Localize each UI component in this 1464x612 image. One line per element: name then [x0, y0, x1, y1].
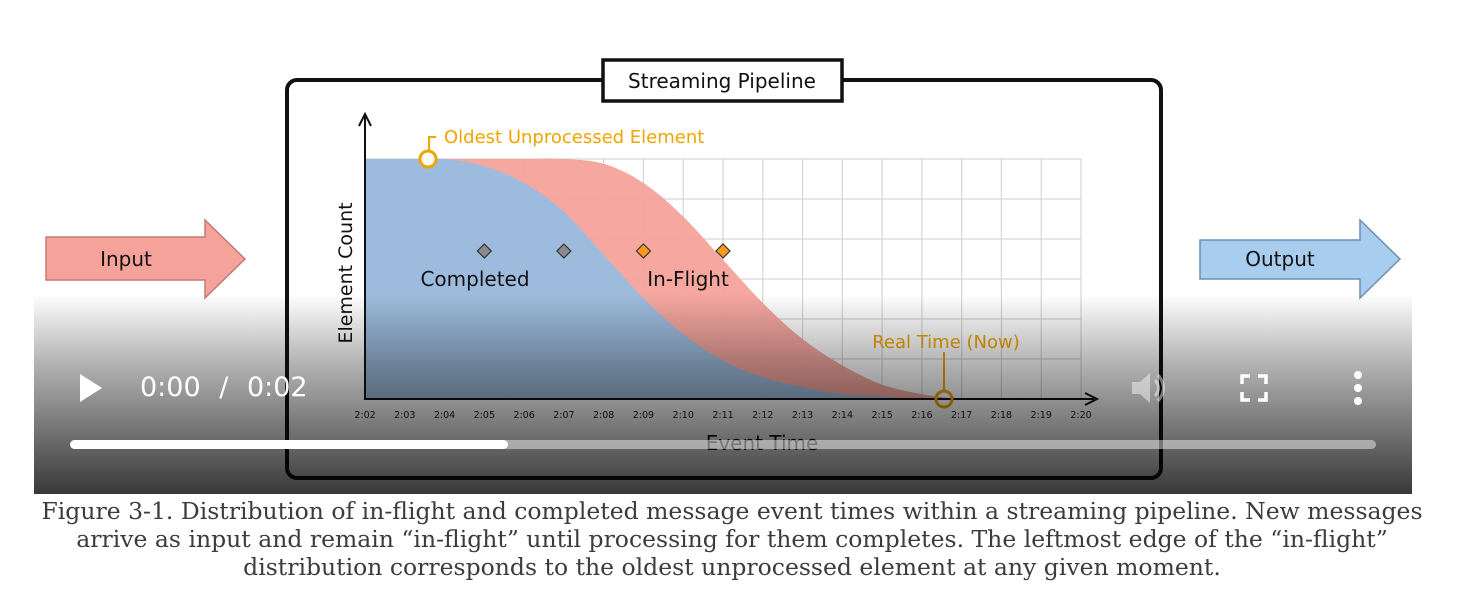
- fullscreen-button[interactable]: [1234, 368, 1274, 408]
- x-tick-label: 2:02: [354, 410, 375, 421]
- play-icon: [80, 374, 102, 402]
- y-axis-label: Element Count: [335, 202, 357, 343]
- output-arrow: [1199, 218, 1402, 300]
- x-tick-label: 2:08: [593, 410, 614, 421]
- oldest-label: Oldest Unprocessed Element: [444, 127, 704, 148]
- progress-fill: [70, 440, 508, 449]
- volume-icon: [1132, 373, 1165, 403]
- input-arrow: [45, 218, 247, 300]
- fullscreen-icon: [1240, 374, 1268, 402]
- x-tick-label: 2:07: [553, 410, 574, 421]
- x-tick-label: 2:10: [673, 410, 694, 421]
- x-tick-label: 2:09: [633, 410, 654, 421]
- output-label: Output: [1245, 247, 1315, 271]
- time-display: 0:00 / 0:02: [140, 370, 308, 406]
- pipeline-title: Streaming Pipeline: [628, 69, 816, 93]
- play-button[interactable]: [70, 368, 110, 408]
- x-tick-label: 2:03: [394, 410, 415, 421]
- current-time: 0:00: [140, 372, 201, 403]
- x-tick-label: 2:04: [434, 410, 455, 421]
- input-label: Input: [100, 247, 152, 271]
- oldest-unprocessed-marker: [418, 149, 438, 169]
- more-vertical-icon: [1354, 371, 1362, 405]
- completed-diamond: [556, 243, 572, 259]
- now-label: Real Time (Now): [872, 332, 1020, 353]
- x-tick-label: 2:12: [752, 410, 773, 421]
- more-options-button[interactable]: [1342, 366, 1374, 410]
- oldest-leader-line: [428, 136, 436, 151]
- streaming-pipeline-figure: Streaming Pipeline Input Output 2:02 2:03…: [45, 58, 1402, 480]
- mute-button[interactable]: [1126, 366, 1170, 410]
- progress-bar[interactable]: [70, 440, 1376, 449]
- x-tick-label: 2:11: [712, 410, 733, 421]
- x-tick-label: 2:20: [1070, 410, 1091, 421]
- x-tick-label: 2:17: [951, 410, 972, 421]
- x-tick-label: 2:05: [474, 410, 495, 421]
- video-player[interactable]: Streaming Pipeline Input Output 2:02 2:03…: [34, 30, 1412, 494]
- completed-diamond: [476, 243, 493, 259]
- x-tick-label: 2:18: [991, 410, 1012, 421]
- inflight-diamond: [715, 243, 731, 259]
- inflight-diamond: [635, 243, 652, 259]
- diamond-markers: [476, 243, 731, 259]
- completed-label: Completed: [420, 267, 529, 291]
- y-axis-arrowhead: [358, 111, 372, 127]
- x-tick-label: 2:13: [792, 410, 813, 421]
- x-tick-label: 2:19: [1031, 410, 1052, 421]
- pipeline-title-box: [601, 58, 844, 103]
- x-tick-label: 2:14: [832, 410, 853, 421]
- figure-caption: Figure 3-1. Distribution of in-flight an…: [41, 497, 1423, 581]
- x-tick-label: 2:16: [911, 410, 932, 421]
- x-tick-label: 2:06: [513, 410, 534, 421]
- x-tick-label: 2:15: [871, 410, 892, 421]
- duration: 0:02: [246, 372, 308, 403]
- inflight-label: In-Flight: [647, 267, 729, 291]
- time-separator: /: [219, 372, 229, 403]
